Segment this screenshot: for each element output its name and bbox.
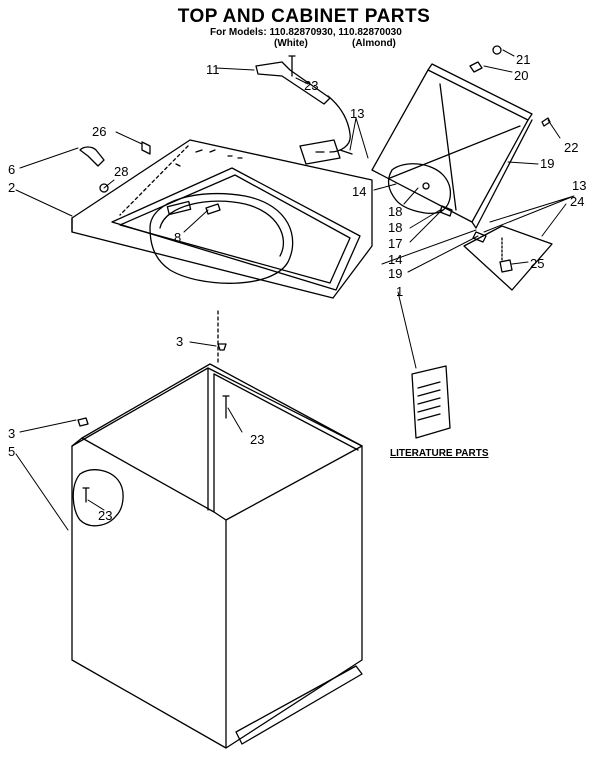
callout-5: 5 (8, 444, 15, 459)
callout-17: 19 (388, 266, 402, 281)
callout-16: 18 (388, 204, 402, 219)
literature-parts-label: LITERATURE PARTS (390, 448, 489, 459)
callout-20: 20 (514, 68, 528, 83)
callout-3-upper: 3 (176, 334, 183, 349)
callout-23-cutaway: 23 (98, 508, 112, 523)
callout-14-a: 14 (352, 184, 366, 199)
callout-labels: 11 23 13 26 6 2 28 8 3 23 3 5 23 14 18 1… (8, 52, 586, 523)
callout-24: 24 (570, 194, 584, 209)
callout-3-lower: 3 (8, 426, 15, 441)
callout-13-a: 13 (350, 106, 364, 121)
callout-18: 18 (388, 220, 402, 235)
cabinet-part (71, 145, 363, 749)
models-line: For Models: 110.82870930, 110.82870030 (210, 27, 402, 38)
callout-19: 19 (540, 156, 554, 171)
hinge-bracket-panel (463, 225, 553, 291)
hardware-items (77, 55, 353, 503)
callout-22: 22 (564, 140, 578, 155)
variant-almond: (Almond) (352, 38, 396, 49)
callout-13-b: 13 (572, 178, 586, 193)
washer-top-part (71, 139, 373, 299)
callout-28: 28 (114, 164, 128, 179)
callout-11: 11 (206, 62, 220, 77)
callout-26: 26 (92, 124, 106, 139)
callout-14-b: 14 (388, 252, 402, 267)
callout-6: 6 (8, 162, 15, 177)
callout-8: 8 (174, 230, 181, 245)
washer-lid-part (371, 45, 551, 243)
callout-21: 21 (516, 52, 530, 67)
callout-2: 2 (8, 180, 15, 195)
literature-booklet (411, 365, 451, 439)
diagram-title: TOP AND CABINET PARTS (177, 6, 431, 27)
callout-23-top: 23 (304, 78, 318, 93)
callout-25: 25 (530, 256, 544, 271)
callout-15: 17 (388, 236, 402, 251)
callout-1: 1 (396, 284, 403, 299)
callout-leaders (15, 49, 575, 531)
callout-23-mid: 23 (250, 432, 264, 447)
variant-white: (White) (274, 38, 308, 49)
